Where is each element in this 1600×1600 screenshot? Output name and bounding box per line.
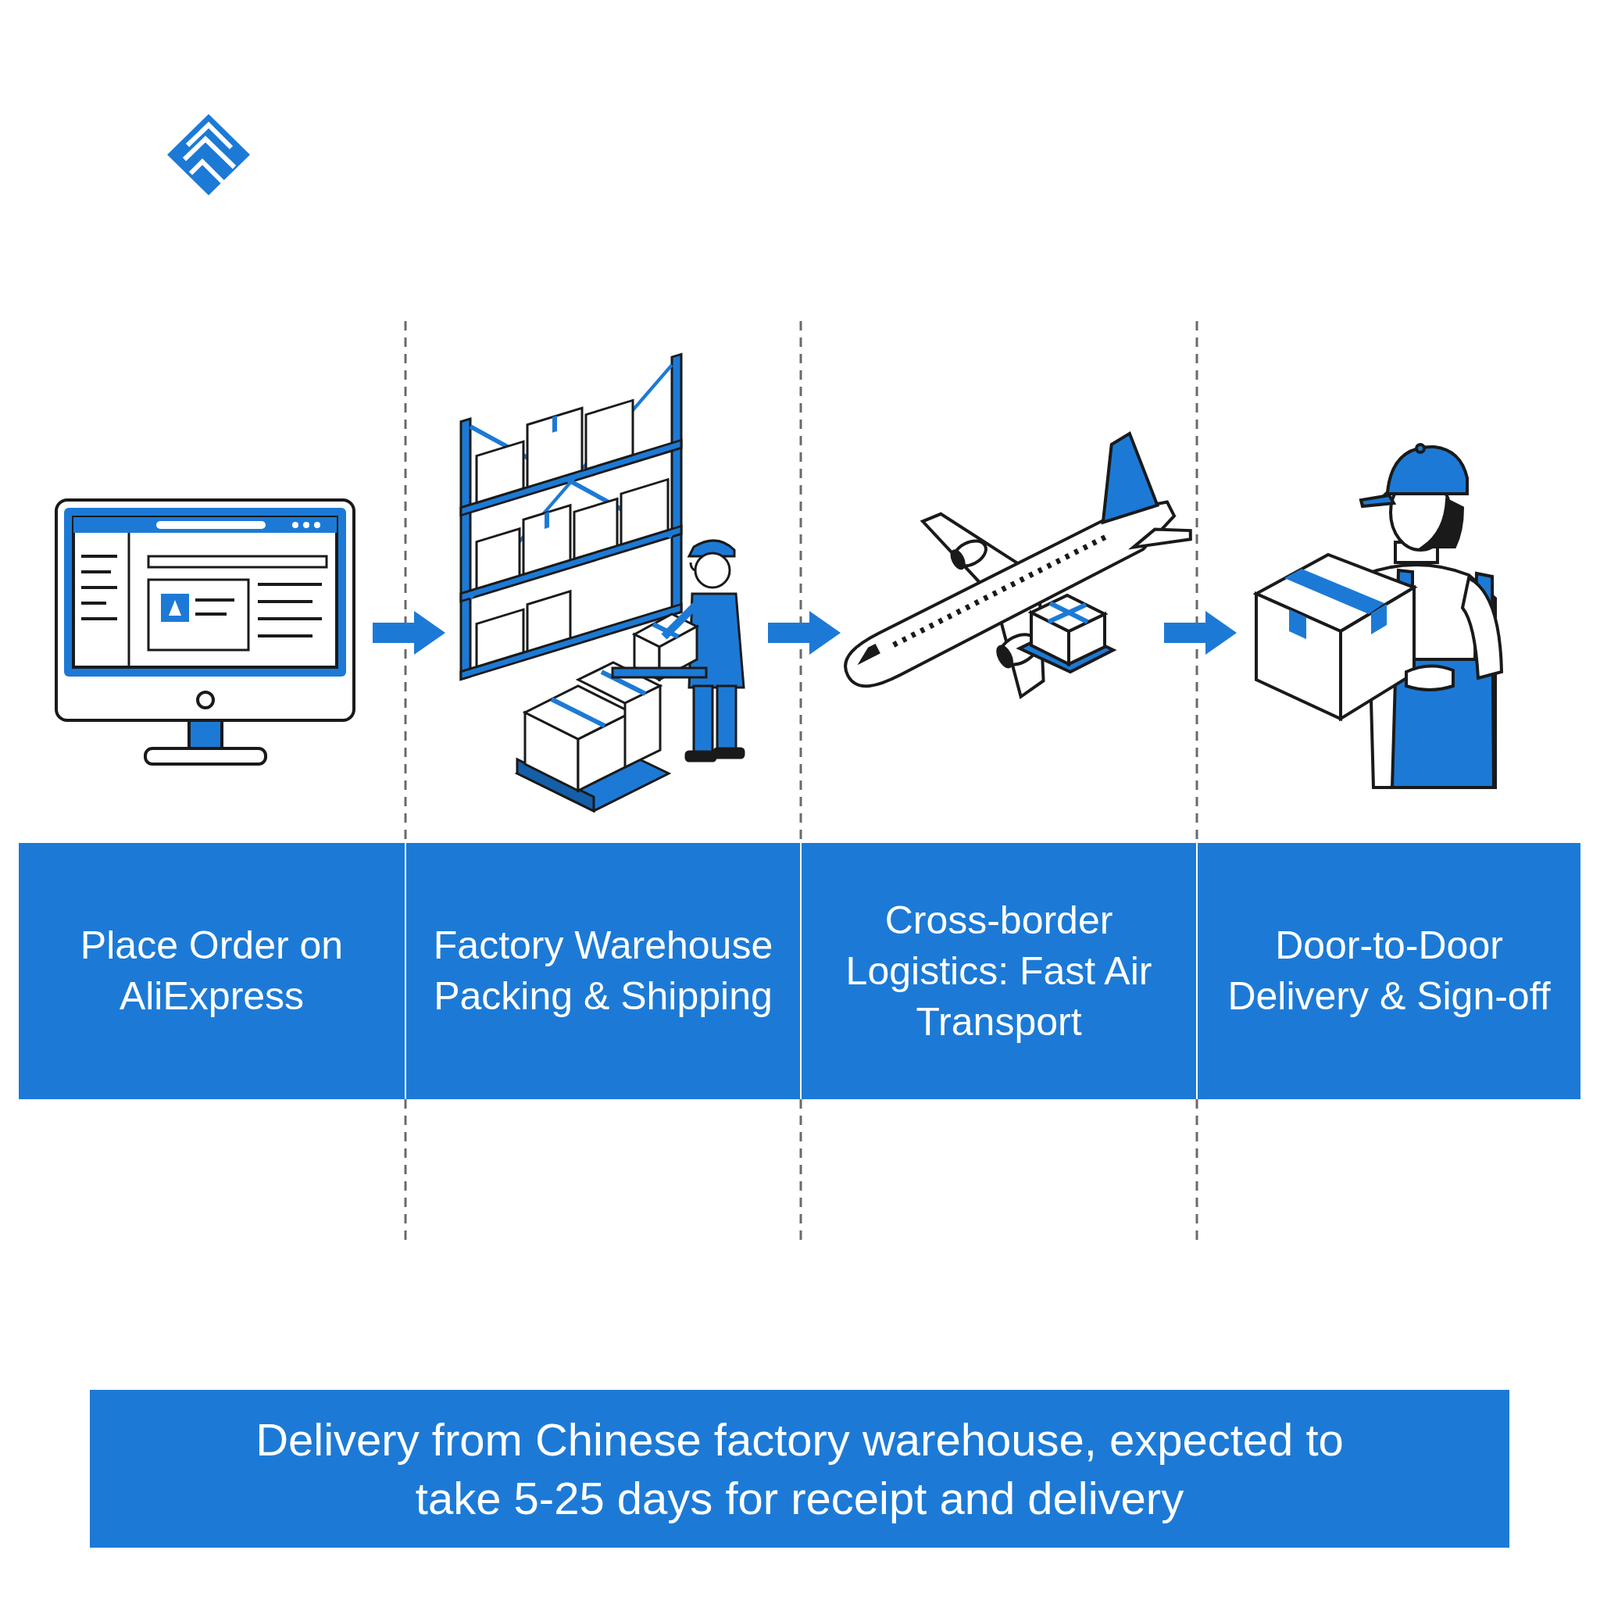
step-box: Place Order on AliExpress — [18, 842, 405, 1100]
warehouse-icon — [460, 353, 744, 811]
monitor-icon — [56, 500, 354, 765]
flow-arrow — [767, 610, 841, 655]
summary-band: Delivery from Chinese factory warehouse,… — [89, 1389, 1510, 1548]
step-label: Place Order on AliExpress — [39, 920, 384, 1022]
airplane-icon — [800, 414, 1223, 763]
step-box: Door-to-Door Delivery & Sign-off — [1197, 842, 1581, 1100]
step-box: Factory Warehouse Packing & Shipping — [406, 842, 800, 1100]
step-box: Cross-border Logistics: Fast Air Transpo… — [801, 842, 1197, 1100]
logo-mark — [167, 114, 250, 196]
step-label: Factory Warehouse Packing & Shipping — [415, 920, 791, 1022]
summary-text: Delivery from Chinese factory warehouse,… — [214, 1410, 1386, 1529]
flow-arrow — [1164, 610, 1237, 655]
delivery-person-icon — [1256, 444, 1502, 788]
flow-arrow — [372, 610, 446, 655]
step-label: Cross-border Logistics: Fast Air Transpo… — [827, 895, 1172, 1048]
dashed-divider — [405, 321, 1197, 1243]
step-label: Door-to-Door Delivery & Sign-off — [1217, 920, 1561, 1022]
